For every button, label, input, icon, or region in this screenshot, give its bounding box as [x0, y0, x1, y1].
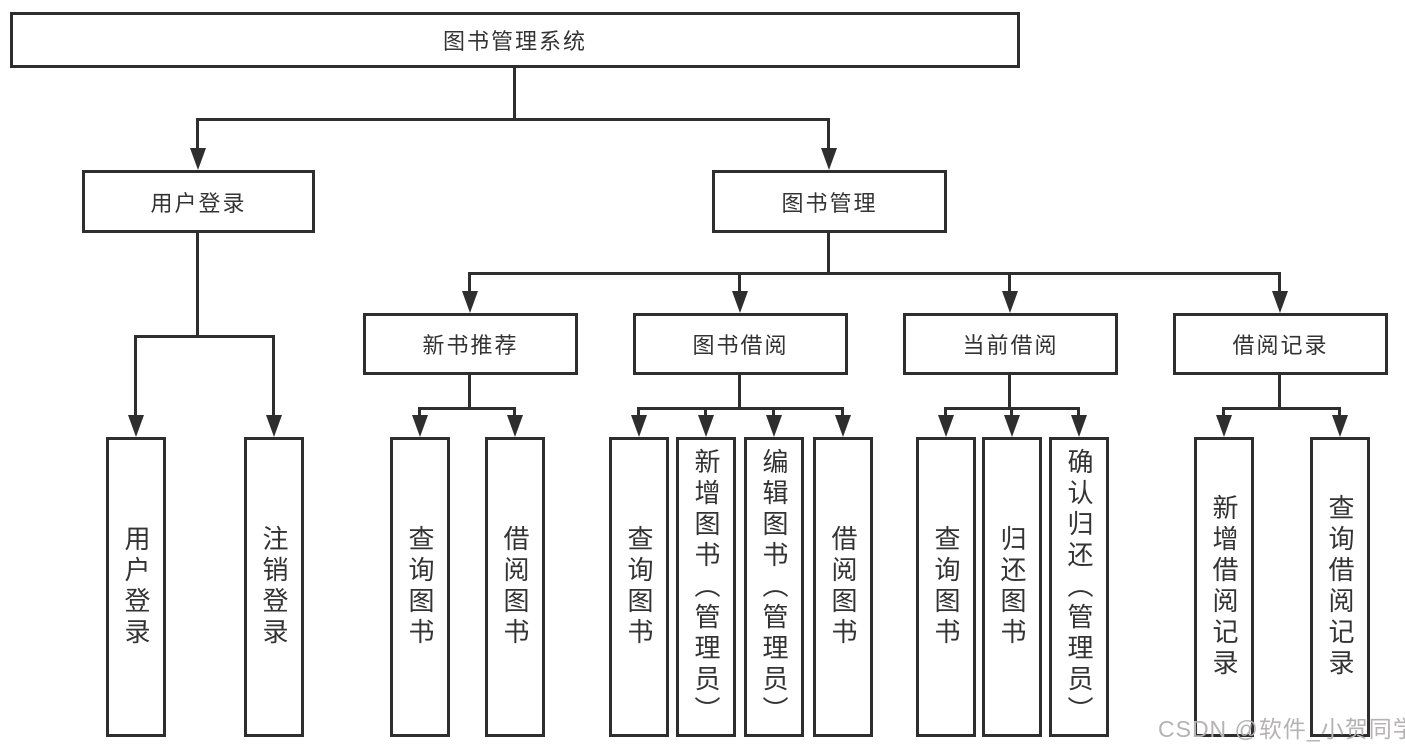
leaf-records-add-record: 新增借阅记录	[1194, 437, 1254, 737]
arrowhead-down-icon	[938, 415, 954, 437]
arrowhead-down-icon	[631, 415, 647, 437]
node-root: 图书管理系统	[10, 12, 1020, 68]
connector-borrow-records-stem	[1278, 375, 1281, 407]
node-current-borrow: 当前借阅	[903, 313, 1118, 375]
node-new-book-recommend: 新书推荐	[363, 313, 578, 375]
arrowhead-down-icon	[128, 415, 144, 437]
connector-drop	[418, 407, 421, 419]
leaf-borrow-query-book: 查询图书	[609, 437, 669, 737]
connector-book-borrow-bar	[637, 407, 844, 410]
arrowhead-down-icon	[1071, 415, 1087, 437]
connector-user-login-stem	[196, 233, 199, 335]
leaf-current-return-book: 归还图书	[982, 437, 1042, 737]
arrowhead-down-icon	[698, 415, 714, 437]
arrowhead-down-icon	[821, 148, 837, 170]
arrowhead-down-icon	[1216, 415, 1232, 437]
connector-book-management-stem	[827, 233, 830, 272]
connector-drop-new-book-recommend	[468, 272, 471, 293]
node-borrow-records: 借阅记录	[1173, 313, 1388, 375]
arrowhead-down-icon	[732, 291, 748, 313]
connector-drop-book-management	[827, 118, 830, 152]
leaf-current-confirm-return-admin: 确认归还（管理员）	[1049, 437, 1109, 737]
leaf-recommend-borrow-book: 借阅图书	[485, 437, 545, 737]
leaf-user-login: 用户登录	[106, 437, 166, 737]
arrowhead-down-icon	[412, 415, 428, 437]
connector-drop-user-login	[196, 118, 199, 152]
connector-drop-leaf-logout	[272, 335, 275, 417]
arrowhead-down-icon	[1004, 415, 1020, 437]
connector-user-login-bar	[134, 335, 275, 338]
leaf-borrow-borrow-book: 借阅图书	[813, 437, 873, 737]
arrowhead-down-icon	[835, 415, 851, 437]
connector-drop	[1077, 407, 1080, 419]
leaf-current-query-book: 查询图书	[916, 437, 976, 737]
connector-drop	[841, 407, 844, 419]
connector-recommend-stem	[468, 375, 471, 407]
node-user-login: 用户登录	[82, 170, 315, 233]
connector-recommend-bar	[418, 407, 516, 410]
connector-drop-book-borrow	[738, 272, 741, 293]
connector-drop	[1010, 407, 1013, 419]
node-book-borrow: 图书借阅	[633, 313, 848, 375]
connector-drop-borrow-records	[1278, 272, 1281, 293]
arrowhead-down-icon	[266, 415, 282, 437]
connector-drop	[637, 407, 640, 419]
arrowhead-down-icon	[190, 148, 206, 170]
connector-current-borrow-stem	[1008, 375, 1011, 407]
connector-root-stem	[513, 68, 516, 118]
connector-drop	[1222, 407, 1225, 419]
arrowhead-down-icon	[1002, 291, 1018, 313]
connector-drop	[772, 407, 775, 419]
connector-drop	[1338, 407, 1341, 419]
connector-root-bar	[196, 118, 830, 121]
csdn-watermark: CSDN @软件_小贺同学	[1158, 716, 1405, 742]
connector-book-management-bar	[468, 272, 1281, 275]
arrowhead-down-icon	[462, 291, 478, 313]
leaf-logout: 注销登录	[244, 437, 304, 737]
connector-drop	[944, 407, 947, 419]
connector-drop	[704, 407, 707, 419]
arrowhead-down-icon	[766, 415, 782, 437]
leaf-borrow-edit-book-admin: 编辑图书（管理员）	[744, 437, 804, 737]
connector-book-borrow-stem	[738, 375, 741, 407]
connector-drop-leaf-user-login	[134, 335, 137, 417]
connector-drop	[513, 407, 516, 419]
node-book-management: 图书管理	[712, 170, 947, 233]
connector-borrow-records-bar	[1222, 407, 1341, 410]
arrowhead-down-icon	[507, 415, 523, 437]
arrowhead-down-icon	[1272, 291, 1288, 313]
connector-drop-current-borrow	[1008, 272, 1011, 293]
leaf-recommend-query-book: 查询图书	[390, 437, 450, 737]
leaf-records-query-record: 查询借阅记录	[1310, 437, 1370, 737]
arrowhead-down-icon	[1332, 415, 1348, 437]
leaf-borrow-add-book-admin: 新增图书（管理员）	[676, 437, 736, 737]
